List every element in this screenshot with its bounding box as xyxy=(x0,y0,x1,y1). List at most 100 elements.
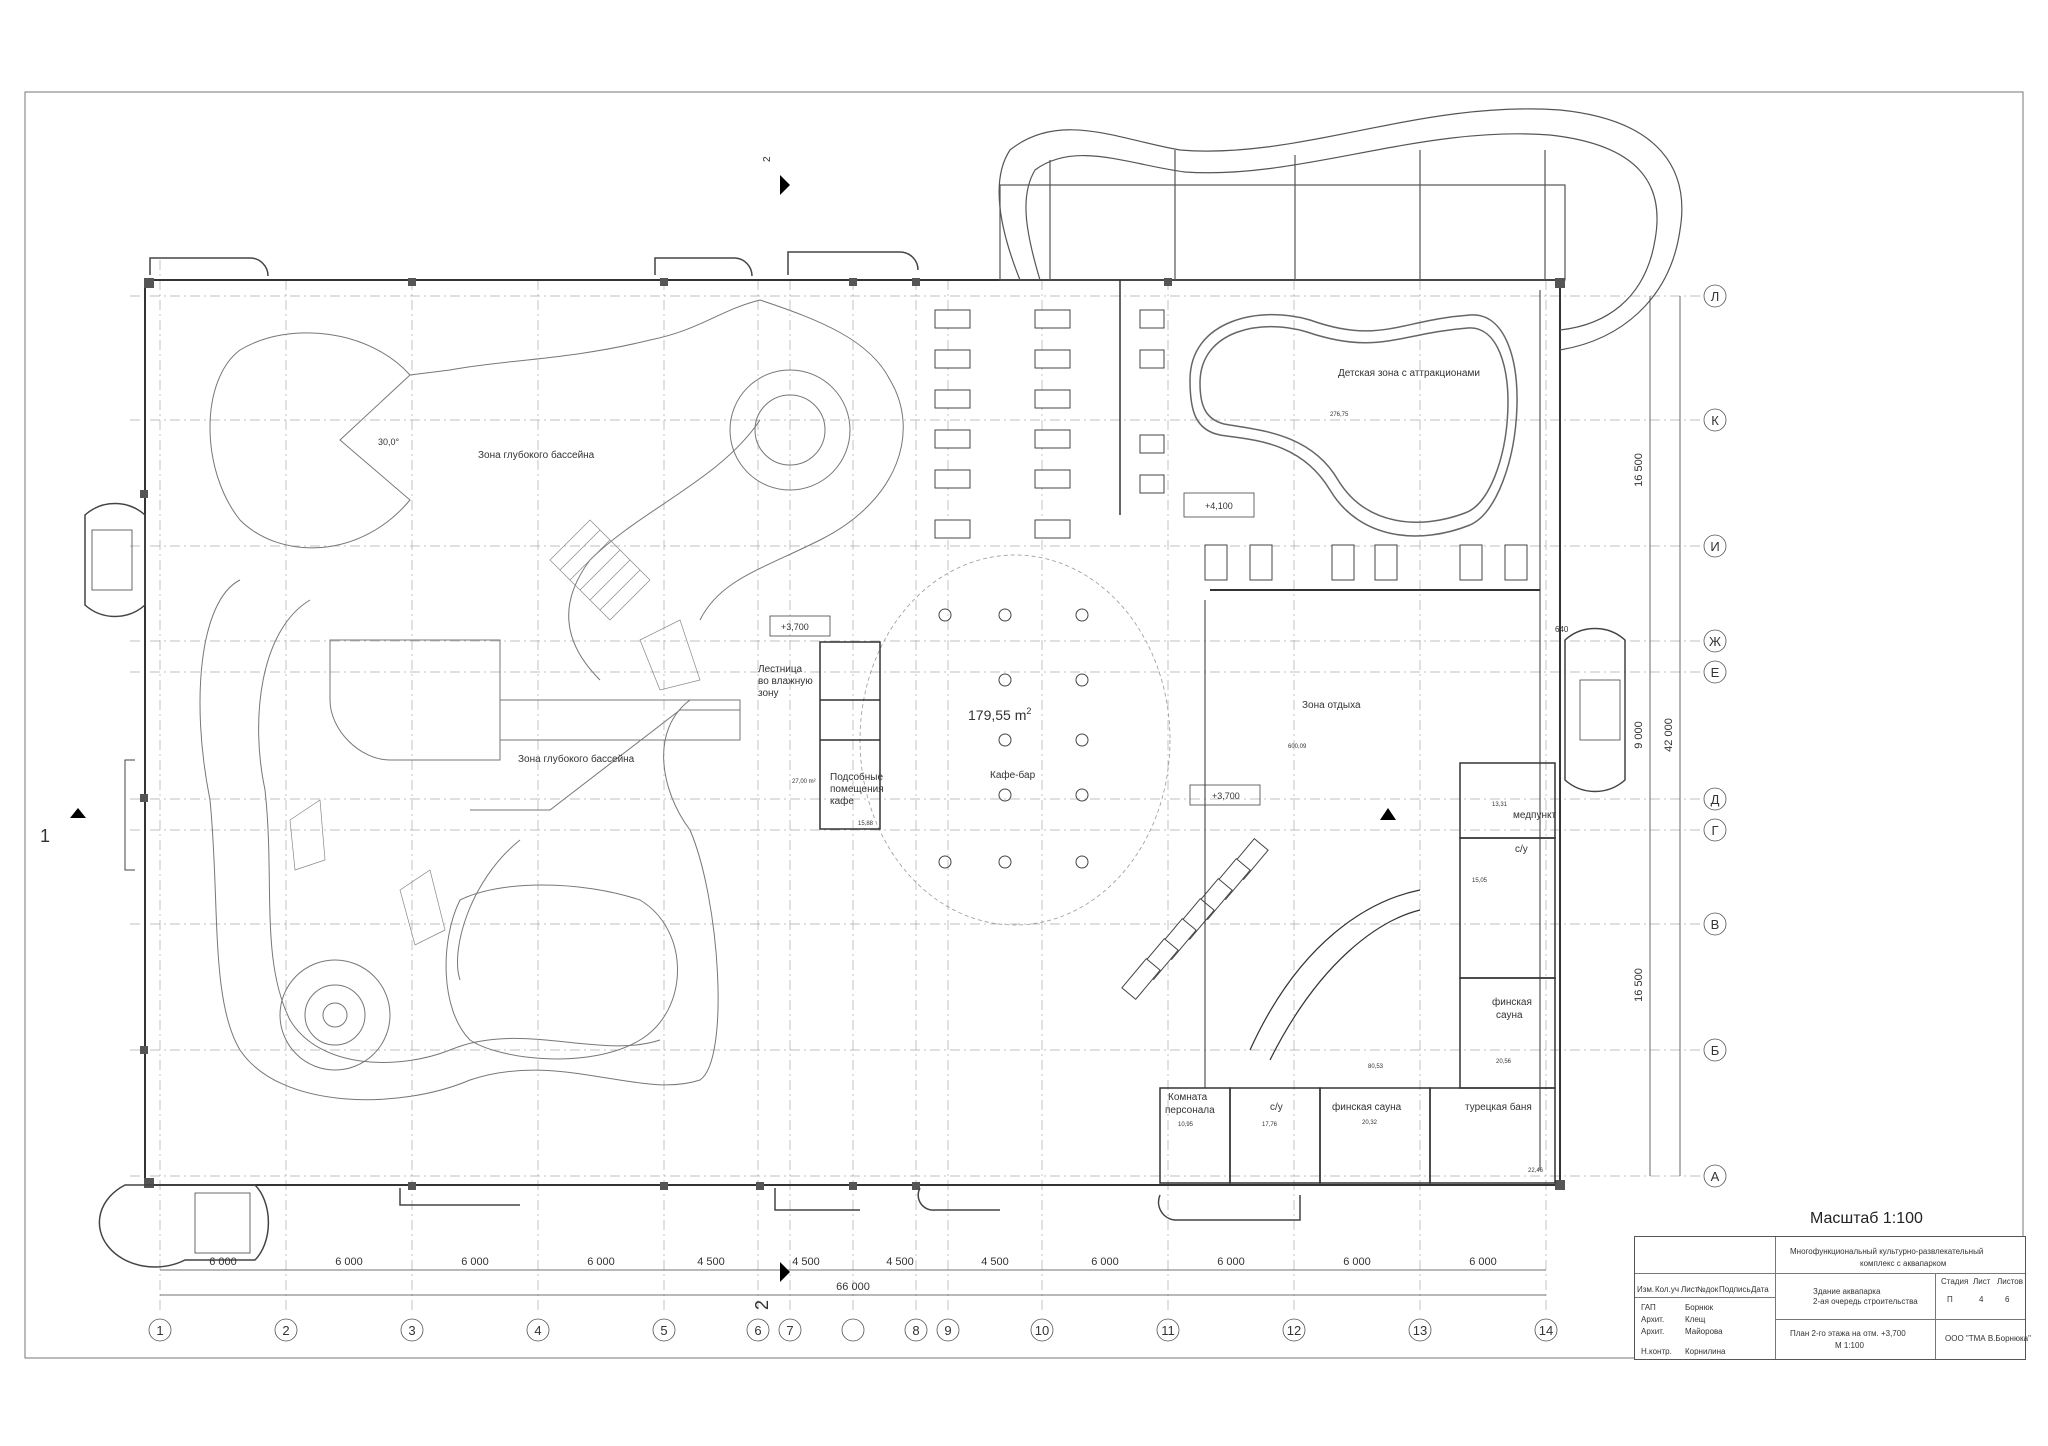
area-mark: 20,32 xyxy=(1362,1120,1378,1126)
area-mark: 17,76 xyxy=(1262,1122,1278,1128)
level-boxes xyxy=(769,492,1261,806)
axis-label: 10 xyxy=(1035,1323,1049,1338)
room-label: Зона глубокого бассейна xyxy=(478,449,595,461)
axis-label: Ж xyxy=(1709,634,1721,649)
columns xyxy=(140,278,1565,1190)
sheets-value: 6 xyxy=(2005,1295,2010,1304)
sheet-head: Лист xyxy=(1973,1277,1991,1286)
axis-label: 13 xyxy=(1413,1323,1427,1338)
pool-outlines xyxy=(199,299,904,1101)
organization: ООО "ТМА В.Борнюка" xyxy=(1945,1334,2031,1343)
axis-label: 1 xyxy=(156,1323,163,1338)
balconies xyxy=(149,251,1301,1221)
role: Архит. xyxy=(1641,1327,1665,1336)
service-rooms xyxy=(819,280,1556,1184)
axis-label: 6 xyxy=(754,1323,761,1338)
axis-label: Л xyxy=(1711,289,1720,304)
dimension-text: 4 500 xyxy=(886,1256,914,1268)
dimension-text: 6 000 xyxy=(335,1256,363,1268)
title-block: Многофункциональный культурно-развлекате… xyxy=(1634,1236,2031,1360)
role: Архит. xyxy=(1641,1315,1665,1324)
axis-label: К xyxy=(1711,413,1719,428)
sheet-title: План 2-го этажа на отм. +3,700 xyxy=(1790,1329,1906,1338)
dimension-total: 42 000 xyxy=(1663,718,1675,752)
kids-pool xyxy=(1189,313,1518,537)
slide-stairs xyxy=(289,519,701,946)
area-mark: 600,09 xyxy=(1288,744,1307,750)
stage-head: Стадия xyxy=(1941,1277,1969,1286)
area-mark: 80,53 xyxy=(1368,1064,1384,1070)
axis-label: Б xyxy=(1711,1043,1720,1058)
dimension-text: 4 500 xyxy=(981,1256,1009,1268)
area-mark: 13,31 xyxy=(1492,802,1508,808)
area-mark: 15,05 xyxy=(1472,878,1488,884)
room-label: с/у xyxy=(1270,1102,1283,1113)
cafe-zone-outline xyxy=(859,554,1171,926)
stage-value: П xyxy=(1947,1295,1953,1304)
left-stair-towers xyxy=(84,502,1626,1268)
room-label: Лестница xyxy=(758,664,803,675)
room-label: Кафе-бар xyxy=(990,769,1036,781)
role: ГАП xyxy=(1641,1303,1656,1312)
axis-label: 5 xyxy=(660,1323,667,1338)
project-title: Многофункциональный культурно-развлекате… xyxy=(1790,1247,1984,1256)
room-label: сауна xyxy=(1496,1010,1523,1021)
axis-circles-bottom xyxy=(148,1318,1558,1342)
col-head: №док xyxy=(1697,1285,1719,1294)
axis-circles-right xyxy=(1703,284,1727,1188)
person: Майорова xyxy=(1685,1327,1723,1336)
sheet-value: 4 xyxy=(1979,1295,1984,1304)
axis-label: 11 xyxy=(1161,1323,1175,1338)
col-head: Подпись xyxy=(1719,1285,1751,1294)
axis-label: 12 xyxy=(1287,1323,1301,1338)
dimension-text: 6 000 xyxy=(209,1256,237,1268)
person: Клещ xyxy=(1685,1315,1706,1324)
room-label: Детская зона с аттракционами xyxy=(1338,368,1480,379)
top-canopy xyxy=(998,108,1683,351)
axis-label: 14 xyxy=(1539,1323,1553,1338)
room-label: Комната xyxy=(1168,1092,1208,1103)
section-marker: 2 xyxy=(752,1300,772,1310)
dimension-text: 6 000 xyxy=(1469,1256,1497,1268)
person: Корнилина xyxy=(1685,1347,1726,1356)
area-mark: 27,00 m² xyxy=(792,779,816,785)
dimension-text: 4 500 xyxy=(792,1256,820,1268)
building-name: Здание аквапарка xyxy=(1813,1287,1881,1296)
angle-mark: 30,0° xyxy=(378,437,400,447)
col-head: Кол.уч xyxy=(1655,1285,1679,1294)
project-title2: комплекс с аквапарком xyxy=(1860,1259,1947,1268)
cafe-area: 179,55 m2 xyxy=(968,706,1031,723)
axis-label: 8 xyxy=(912,1323,919,1338)
section-arrows xyxy=(70,175,1396,1282)
level-mark: +3,700 xyxy=(1212,791,1240,801)
person: Борнюк xyxy=(1685,1303,1714,1312)
dimension-text: 6 000 xyxy=(1091,1256,1119,1268)
axis-label: 3 xyxy=(408,1323,415,1338)
sun-loungers xyxy=(934,309,1528,581)
sheet-frame xyxy=(24,91,2024,1359)
col-head: Лист xyxy=(1681,1285,1699,1294)
axis-label: Е xyxy=(1711,665,1720,680)
dim-mark: 640 xyxy=(1555,625,1569,634)
scale-label: Масштаб 1:100 xyxy=(1810,1210,1923,1227)
dimension-total: 66 000 xyxy=(836,1281,870,1293)
sheets-head: Листов xyxy=(1997,1277,2023,1286)
axis-label: А xyxy=(1711,1169,1720,1184)
room-label: во влажную xyxy=(758,676,813,687)
room-label: медпункт xyxy=(1513,810,1556,821)
dimension-text: 16 500 xyxy=(1633,453,1645,487)
area-mark: 276,75 xyxy=(1330,412,1349,418)
dimension-lines xyxy=(160,296,1681,1296)
area-mark: 22,46 xyxy=(1528,1168,1544,1174)
axis-label: 2 xyxy=(282,1323,289,1338)
room-label: Зона глубокого бассейна xyxy=(518,753,635,765)
axis-label: Г xyxy=(1711,823,1718,838)
section-marker: 1 xyxy=(40,826,50,846)
area-mark: 10,95 xyxy=(1178,1122,1194,1128)
axis-label: В xyxy=(1711,917,1720,932)
dimension-text: 6 000 xyxy=(1343,1256,1371,1268)
area-mark: 20,56 xyxy=(1496,1059,1512,1065)
sheet-scale: М 1:100 xyxy=(1835,1341,1864,1350)
level-mark: +3,700 xyxy=(781,622,809,632)
